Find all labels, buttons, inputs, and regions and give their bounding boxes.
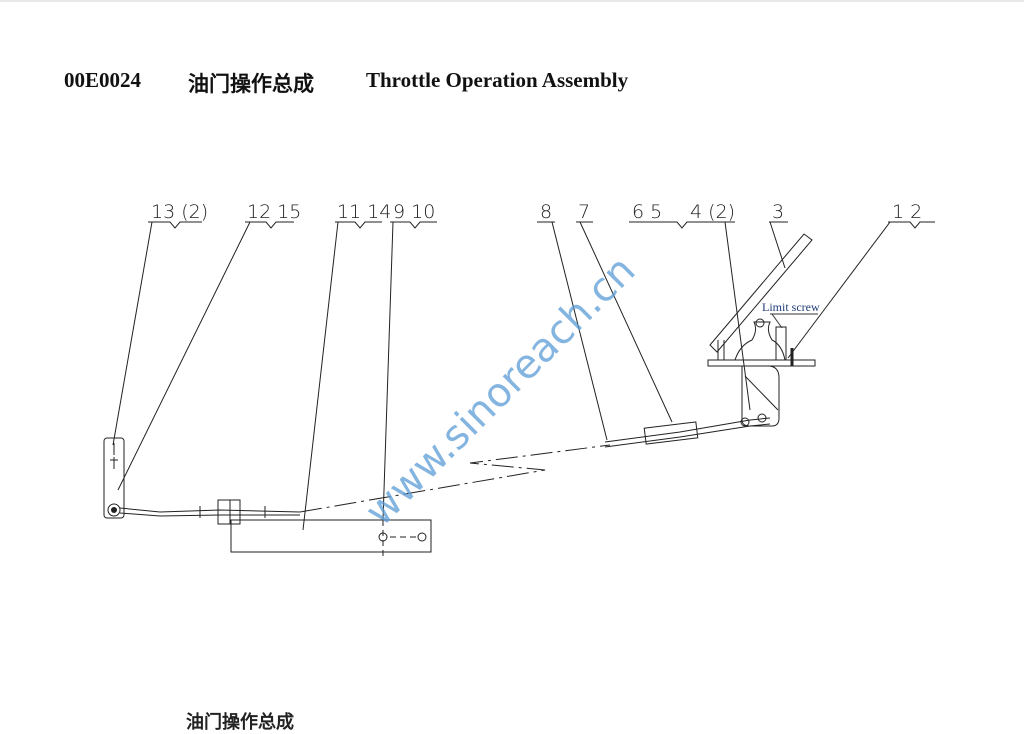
limit-screw-leader [770,313,818,329]
callout-9-10: 9 10 [393,201,435,223]
right-cable [604,413,771,448]
title-chinese: 油门操作总成 [188,72,314,96]
footer-partial-title: 油门操作总成 [186,712,294,732]
cable-centerline [299,444,611,513]
callout-4: 4 (2) [690,201,735,223]
callout-labels: 13 (2) 12 15 11 14 9 10 8 7 6 5 4 (2) 3 … [151,201,922,223]
pedal-assembly [707,233,816,427]
part-code: 00E0024 [64,68,142,92]
left-cable [119,499,301,525]
page-top-border [0,0,1024,2]
watermark: www.sinoreach.cn [357,247,645,535]
callout-13: 13 (2) [151,201,208,223]
left-bracket [103,437,125,519]
callout-6-5: 6 5 [632,201,662,223]
mounting-bar [230,519,432,560]
callout-1-2: 1 2 [892,201,922,223]
limit-screw-annotation: Limit screw [762,300,820,314]
callout-3: 3 [772,201,784,223]
assembly-drawing: 13 (2) 12 15 11 14 9 10 8 7 6 5 4 (2) 3 … [103,201,935,560]
leader-lines [112,221,935,531]
callout-11-14: 11 14 [337,201,391,223]
callout-8: 8 [540,201,552,223]
title-english: Throttle Operation Assembly [366,68,629,92]
callout-12-15: 12 15 [247,201,301,223]
callout-7: 7 [578,201,590,223]
